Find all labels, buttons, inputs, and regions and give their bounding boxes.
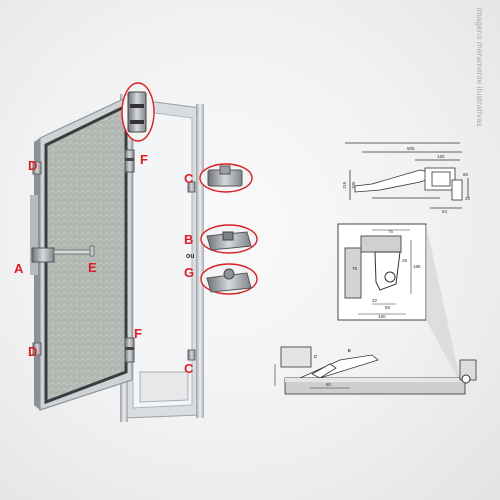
dim-detail-4: 25 — [402, 258, 408, 263]
dim-detail-7: 50 — [385, 305, 391, 310]
door-frame — [120, 94, 204, 422]
label-g: G — [184, 265, 195, 280]
dim-top-2: 150 — [437, 154, 445, 159]
hinge-callout — [121, 82, 155, 142]
drawing-top-latch — [345, 142, 469, 209]
striker-c-bottom — [187, 349, 196, 361]
label-c-bottom: C — [184, 361, 194, 376]
dim-top-1: 505 — [407, 146, 415, 151]
dim-top-7: 20 — [465, 196, 471, 201]
side-tag-e: E — [348, 348, 351, 353]
part-b-callout — [200, 224, 258, 254]
dim-detail-6: 160 — [378, 314, 386, 319]
label-f-bottom: F — [134, 326, 142, 341]
hinge-top — [124, 149, 135, 173]
label-ou: ou — [186, 253, 195, 260]
dim-top-5: 80 — [463, 172, 469, 177]
hardware-d-top — [32, 161, 42, 175]
label-d-bottom: D — [28, 344, 38, 359]
drawing-detail — [337, 223, 461, 384]
part-g-callout — [200, 263, 258, 295]
dim-side-1: 80 — [326, 382, 332, 387]
label-b: B — [184, 232, 194, 247]
hinge-bottom — [124, 337, 135, 363]
watermark-text: imagens meramente ilustrativas — [475, 8, 484, 127]
dim-detail-1: 75 — [388, 229, 394, 234]
dim-detail-2: 78 — [352, 266, 358, 271]
hardware-d-bottom — [32, 342, 42, 356]
dim-top-3: 116 — [342, 181, 347, 189]
part-c-callout — [199, 163, 253, 193]
label-f-top: F — [140, 152, 148, 167]
dim-top-6: 64 — [442, 209, 448, 214]
dim-top-4: 105 — [351, 181, 356, 189]
label-c-top: C — [184, 171, 194, 186]
latch-handle — [31, 245, 95, 263]
label-e: E — [88, 260, 97, 275]
dim-detail-5: 22 — [372, 298, 378, 303]
side-tag-c: C — [314, 354, 318, 359]
striker-c-top — [187, 181, 196, 193]
dim-detail-3: 185 — [413, 264, 421, 269]
drawing-side-view — [274, 346, 477, 395]
label-d-top: D — [28, 158, 38, 173]
label-a: A — [14, 261, 24, 276]
